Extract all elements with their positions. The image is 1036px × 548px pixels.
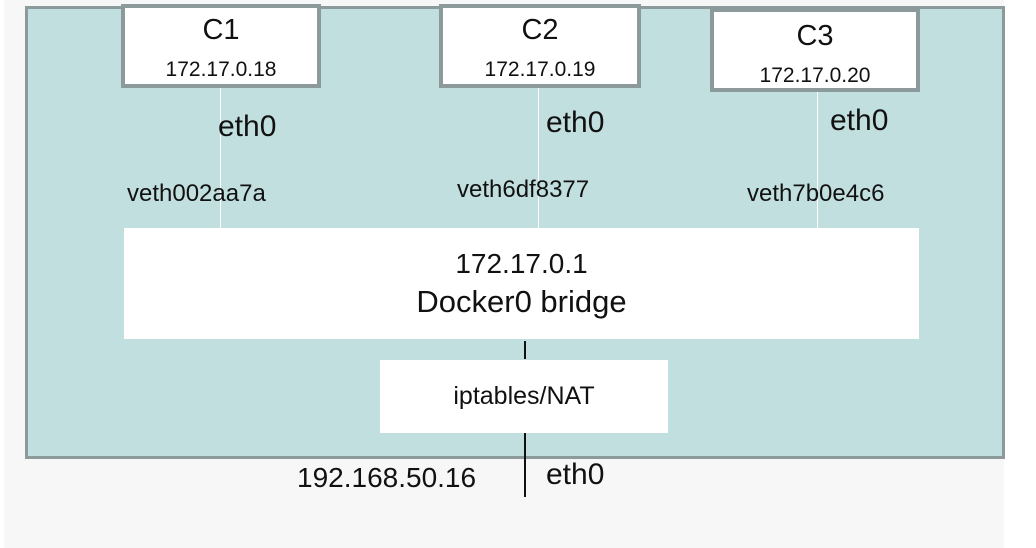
host-ip-label: 192.168.50.16 <box>297 462 477 493</box>
link-nat-host-eth <box>524 433 526 497</box>
c3-veth-label: veth7b0e4c6 <box>747 180 885 207</box>
iptables-nat-box: iptables/NAT <box>380 360 668 433</box>
link-c3-bridge <box>817 92 818 228</box>
container-c2-box: C2 172.17.0.19 <box>439 4 641 88</box>
link-c2-bridge <box>538 88 539 228</box>
docker0-bridge-box: 172.17.0.1 Docker0 bridge <box>124 228 919 339</box>
container-c2-ip: 172.17.0.19 <box>484 58 596 81</box>
container-c1-name: C1 <box>202 14 240 46</box>
link-c1-bridge <box>220 88 221 228</box>
nat-label: iptables/NAT <box>453 382 595 410</box>
c1-veth-label: veth002aa7a <box>127 180 266 207</box>
c3-eth-label: eth0 <box>830 104 889 137</box>
c2-eth-label: eth0 <box>546 106 605 139</box>
container-c2-name: C2 <box>521 14 559 46</box>
container-c3-name: C3 <box>796 20 834 52</box>
c2-veth-label: veth6df8377 <box>457 176 590 203</box>
c1-eth-label: eth0 <box>218 110 277 143</box>
container-c1-box: C1 172.17.0.18 <box>121 4 321 88</box>
host-eth-label: eth0 <box>546 458 605 491</box>
bridge-ip: 172.17.0.1 <box>455 248 588 279</box>
link-bridge-nat <box>524 341 526 359</box>
bridge-name: Docker0 bridge <box>416 284 627 319</box>
container-c1-ip: 172.17.0.18 <box>165 58 277 81</box>
container-c3-box: C3 172.17.0.20 <box>710 8 920 92</box>
container-c3-ip: 172.17.0.20 <box>759 64 871 87</box>
